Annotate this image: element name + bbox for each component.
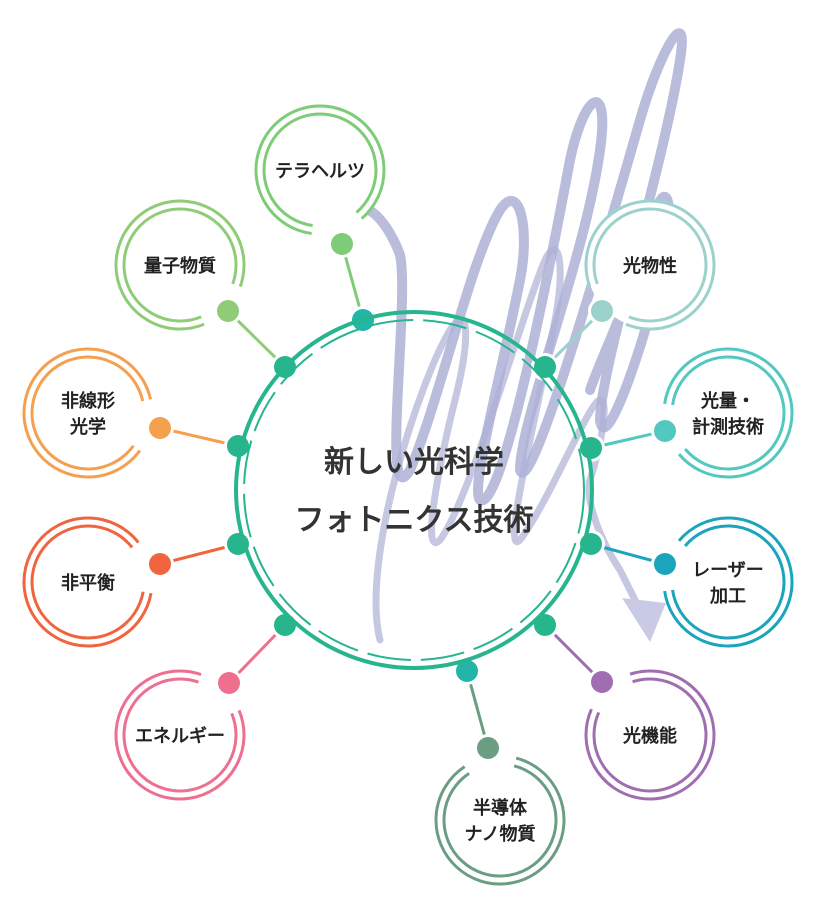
node-bg-optical-function (587, 672, 713, 798)
node-ring-semiconductor-nano (442, 764, 558, 878)
node-label-terahertz-1: テラヘルツ (275, 161, 365, 182)
node-label-optical-measurement-1: 光量・ (700, 390, 755, 412)
ring-dot-energy (274, 614, 296, 636)
node-dot-laser-processing (654, 553, 676, 575)
node-ring-optical-property (584, 199, 716, 331)
node-optical-property[interactable]: 光物性 (584, 199, 716, 331)
node-ring-quantum-material (122, 207, 238, 323)
node-bg-quantum-material (117, 202, 243, 328)
node-ring-quantum-material (114, 199, 246, 331)
node-label-optical-measurement-2: 計測技術 (692, 416, 764, 438)
ring-dot-optical-function (534, 614, 556, 636)
node-ring-energy (122, 677, 238, 793)
node-label-semiconductor-nano-2: ナノ物質 (464, 823, 535, 845)
node-ring-nonlinear-optics (22, 347, 152, 479)
node-dot-optical-function (591, 671, 613, 693)
node-label-non-equilibrium-1: 非平衡 (61, 572, 115, 594)
node-bg-optical-measurement (665, 350, 791, 476)
node-bg-laser-processing (665, 519, 791, 645)
node-optical-function[interactable]: 光機能 (584, 668, 716, 801)
node-bg-energy (117, 672, 243, 798)
node-dot-nonlinear-optics (149, 417, 171, 439)
node-label-nonlinear-optics-2: 光学 (69, 416, 106, 438)
node-label-semiconductor-nano-1: 半導体 (473, 797, 528, 819)
node-ring-optical-measurement (671, 355, 786, 471)
node-ring-terahertz (262, 112, 378, 228)
node-dot-energy (218, 672, 240, 694)
wave-path-1 (350, 28, 687, 506)
node-ring-laser-processing (671, 524, 786, 640)
center-title-line1: 新しい光科学 (324, 445, 504, 480)
node-ring-optical-measurement (663, 347, 794, 479)
node-dot-quantum-material (217, 300, 239, 322)
node-ring-energy (114, 669, 246, 801)
center-title-line2: フォトニクス技術 (294, 503, 533, 538)
node-ring-optical-function (592, 677, 708, 793)
node-dot-optical-measurement (654, 420, 676, 442)
node-label-optical-function-1: 光機能 (622, 725, 677, 747)
node-quantum-material[interactable]: 量子物質 (114, 199, 246, 331)
node-bg-nonlinear-optics (25, 350, 151, 476)
node-ring-terahertz (254, 104, 386, 235)
node-label-laser-processing-2: 加工 (709, 586, 746, 607)
node-dot-optical-property (591, 300, 613, 322)
node-terahertz[interactable]: テラヘルツ (254, 104, 386, 258)
node-ring-semiconductor-nano (434, 756, 566, 886)
center-ring: 新しい光科学 フォトニクス技術 (234, 310, 594, 670)
node-dot-non-equilibrium (149, 553, 171, 575)
node-ring-laser-processing (663, 516, 794, 648)
node-label-nonlinear-optics-1: 非線形 (61, 390, 115, 412)
center-ring-outer (234, 310, 594, 670)
node-ring-optical-function (584, 669, 716, 801)
node-dot-terahertz (331, 233, 353, 255)
node-ring-non-equilibrium (22, 516, 153, 648)
node-ring-optical-property (592, 207, 708, 323)
node-bg-semiconductor-nano (437, 757, 563, 883)
node-dot-semiconductor-nano (477, 737, 499, 759)
ring-dot-semiconductor-nano (456, 660, 478, 682)
node-label-energy-1: エネルギー (135, 726, 225, 747)
wave-arrowhead (622, 598, 666, 642)
node-non-equilibrium[interactable]: 非平衡 (22, 516, 174, 648)
node-ring-non-equilibrium (30, 524, 145, 640)
node-ring-nonlinear-optics (30, 355, 145, 471)
node-layer: テラヘルツ量子物質非線形光学非平衡エネルギー半導体ナノ物質光機能レーザー加工光量… (22, 104, 794, 886)
node-label-laser-processing-1: レーザー (692, 560, 764, 581)
node-bg-non-equilibrium (25, 519, 151, 645)
light-wave-decoration (350, 28, 687, 644)
node-bg-terahertz (257, 107, 383, 233)
node-optical-measurement[interactable]: 光量・計測技術 (651, 347, 794, 479)
node-bg-optical-property (587, 202, 713, 328)
center-ring-inner (243, 319, 585, 661)
node-label-optical-property-1: 光物性 (622, 255, 677, 277)
node-energy[interactable]: エネルギー (114, 669, 246, 801)
node-label-quantum-material-1: 量子物質 (144, 255, 216, 277)
